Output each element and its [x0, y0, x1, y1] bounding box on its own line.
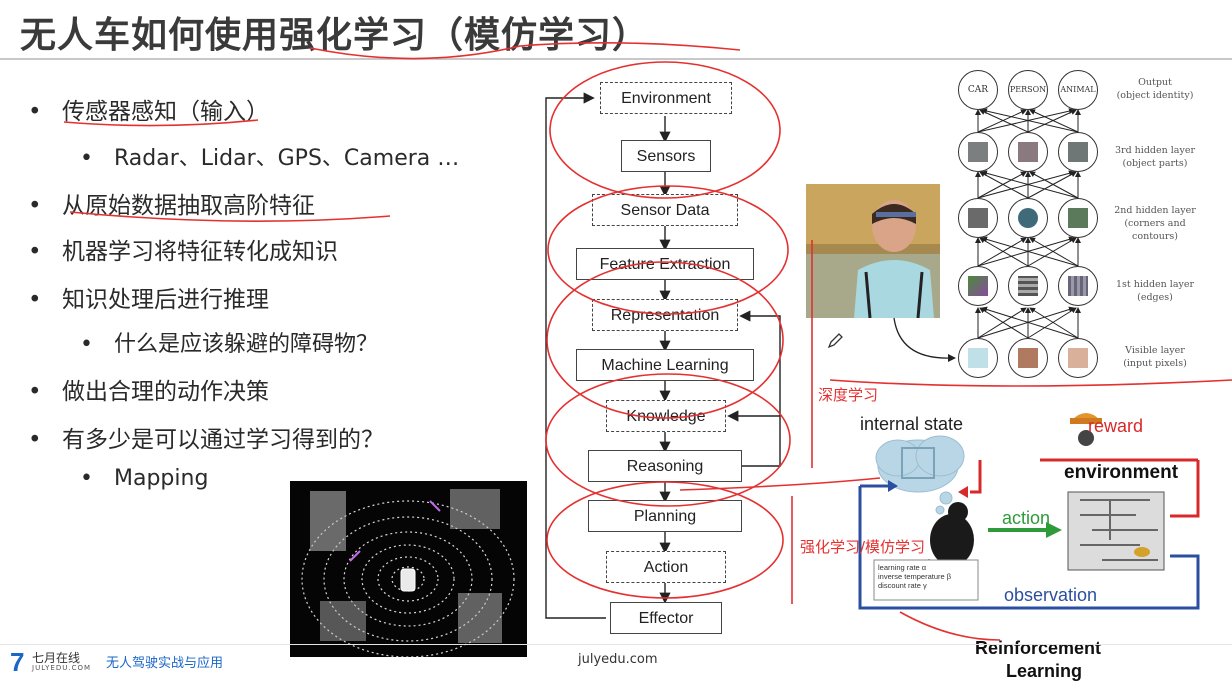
- nn-visible-node: [1058, 338, 1098, 378]
- rl-observation-label: observation: [1004, 585, 1098, 605]
- logo-cn: 七月在线: [32, 651, 81, 665]
- nn-output-node-animal: ANIMAL: [1058, 70, 1098, 110]
- nn-label-hidden1: 1st hidden layer (edges): [1115, 279, 1195, 303]
- nn-output-node-person: PERSON: [1008, 70, 1048, 110]
- slide-title: 无人车如何使用强化学习（模仿学习）: [20, 15, 650, 56]
- lidar-point-cloud-image: [290, 481, 527, 657]
- bullet-item: •机器学习将特征转化成知识: [28, 239, 338, 265]
- flow-node-effector: Effector: [610, 602, 722, 634]
- nn-visible-node: [1008, 338, 1048, 378]
- nn-hidden2-node: [1058, 198, 1098, 238]
- rl-caption-line2: Learning: [1006, 661, 1083, 681]
- photo-to-input-arrow: [893, 317, 956, 362]
- flow-node-sensors: Sensors: [621, 140, 711, 172]
- flow-node-sensor-data: Sensor Data: [592, 194, 738, 226]
- nn-hidden1-node: [1058, 266, 1098, 306]
- nn-hidden2-node: [958, 198, 998, 238]
- nn-hidden1-node: [958, 266, 998, 306]
- rl-reward-label: reward: [1088, 416, 1144, 436]
- annotation-rl-imitation: 强化学习/模仿学习: [800, 538, 926, 556]
- logo-en: JULYEDU.COM: [32, 664, 92, 672]
- flow-node-action: Action: [606, 551, 726, 583]
- nn-connections: [975, 108, 1081, 339]
- rl-action-label: action: [1002, 508, 1051, 528]
- nn-hidden3-node: [1008, 132, 1048, 172]
- footer-url: julyedu.com: [578, 652, 658, 667]
- flow-node-representation: Representation: [592, 299, 738, 331]
- nn-visible-node: [958, 338, 998, 378]
- footer-course-title: 无人驾驶实战与应用: [106, 656, 224, 671]
- nn-label-output: Output (object identity): [1116, 77, 1194, 101]
- nn-hidden3-node: [1058, 132, 1098, 172]
- rl-caption-line1: Reinforcement: [975, 638, 1102, 658]
- rl-diagram-graphic: [858, 413, 1200, 610]
- flow-node-feature-extraction: Feature Extraction: [576, 248, 754, 280]
- rl-environment-label: environment: [1064, 462, 1179, 483]
- bullet-item: •做出合理的动作决策: [28, 379, 269, 405]
- lidar-rings-graphic: [301, 489, 515, 657]
- bullet-subitem: •Radar、Lidar、GPS、Camera …: [80, 146, 460, 171]
- logo-mark-icon: 7: [10, 647, 25, 677]
- nn-label-visible: Visible layer (input pixels): [1123, 345, 1187, 369]
- bullet-subitem: •什么是应该躲避的障碍物？: [80, 332, 379, 357]
- person-photo: [806, 184, 940, 318]
- nn-hidden1-node: [1008, 266, 1048, 306]
- flow-node-knowledge: Knowledge: [606, 400, 726, 432]
- title-divider: [0, 58, 1232, 60]
- nn-output-node-car: CAR: [958, 70, 998, 110]
- rl-internal-state-label: internal state: [860, 414, 964, 434]
- flow-node-machine-learning: Machine Learning: [576, 349, 754, 381]
- pencil-icon: [827, 333, 843, 349]
- footer-divider: [0, 644, 1232, 645]
- bullet-item: •传感器感知（输入）: [28, 99, 269, 125]
- annotation-deep-learning: 深度学习: [818, 386, 879, 404]
- bullet-item: •从原始数据抽取高阶特征: [28, 193, 315, 219]
- nn-hidden2-node: [1008, 198, 1048, 238]
- person-silhouette: [806, 184, 940, 318]
- flow-connectors: [545, 92, 781, 619]
- bullet-subitem: •Mapping: [80, 466, 209, 491]
- nn-hidden3-node: [958, 132, 998, 172]
- bullet-item: •有多少是可以通过学习得到的？: [28, 427, 384, 453]
- bullet-item: •知识处理后进行推理: [28, 287, 269, 313]
- nn-label-hidden3: 3rd hidden layer (object parts): [1115, 145, 1195, 169]
- nn-label-hidden2: 2nd hidden layer (corners and contours): [1114, 205, 1196, 242]
- flow-node-reasoning: Reasoning: [588, 450, 742, 482]
- flow-node-environment: Environment: [600, 82, 732, 114]
